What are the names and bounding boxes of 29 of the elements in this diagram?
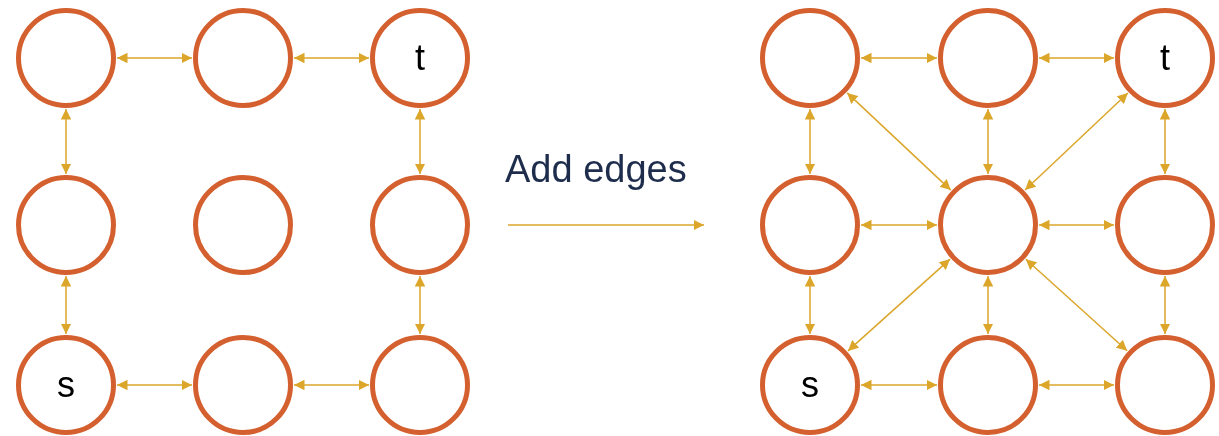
arrow [1038,52,1115,64]
arrow [293,379,370,391]
arrow [982,275,994,335]
arrow [847,258,951,352]
arrow [1159,108,1171,175]
arrow [860,219,938,231]
arrow [846,92,952,191]
node-label: t [1160,37,1170,79]
arrow [1024,92,1129,191]
arrow [804,108,816,175]
arrow [1038,219,1115,231]
arrow [860,379,938,391]
arrow [860,52,938,64]
arrow [116,52,193,64]
arrow [60,108,72,175]
arrow [1159,275,1171,335]
arrow [804,275,816,335]
node-label: t [415,37,425,79]
node-label: s [801,364,819,406]
node-label: s [57,364,75,406]
arrow [414,108,426,175]
arrow [293,52,370,64]
arrow [1038,379,1115,391]
arrow [1025,258,1128,352]
arrow [982,108,994,175]
step-caption: Add edges [505,148,687,191]
arrow [414,275,426,335]
arrow [116,379,193,391]
arrow [60,275,72,335]
